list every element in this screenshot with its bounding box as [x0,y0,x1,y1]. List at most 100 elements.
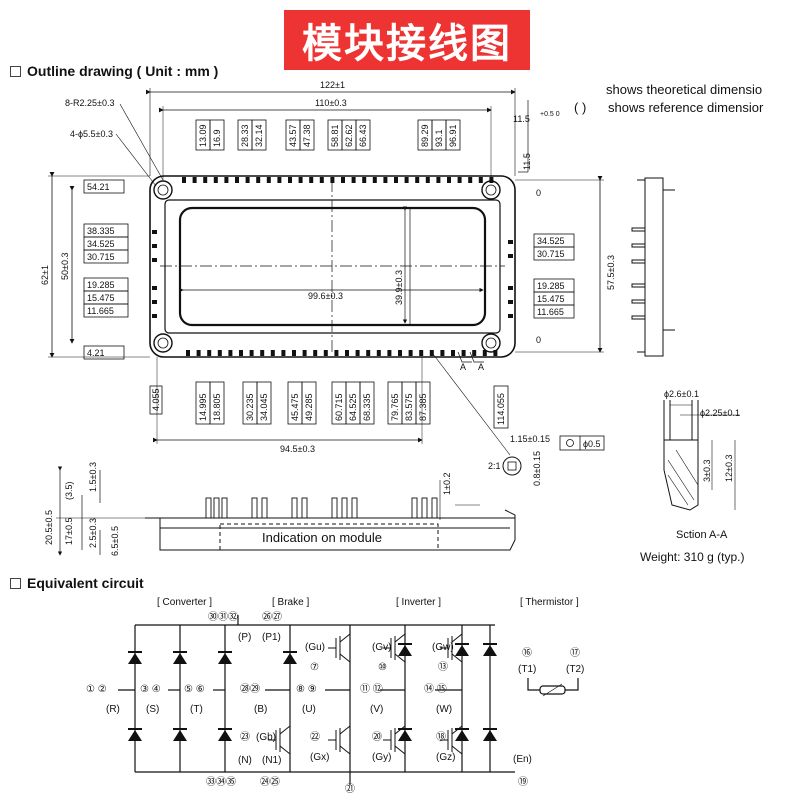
legend-theoretical: shows theoretical dimensio [606,82,763,97]
pin-dimension-box: 34.525 [83,236,129,251]
svg-text:(Gx): (Gx) [310,752,329,763]
svg-text:(3.5): (3.5) [64,481,74,500]
group-labels: [ Converter ] [ Brake ] [ Inverter ] [ T… [157,597,579,608]
igbt-icon [328,725,351,755]
pin-bottom [186,350,190,356]
pin-dimension-label: 34.525 [537,236,565,246]
circuit-heading: Equivalent circuit [10,575,144,591]
pin-top [309,177,314,183]
top-pin-row [182,177,494,183]
pin-top [319,177,324,183]
weight-label: Weight: 310 g (typ.) [640,550,745,564]
diode-icon [283,651,297,664]
svg-text:⑲: ⑲ [518,776,528,788]
pin-dimension-box: 30.715 [83,249,129,264]
side-view-pins [205,497,438,519]
svg-text:1.15±0.15: 1.15±0.15 [510,434,550,444]
pin-top [372,177,377,183]
svg-text:㉝㉞㉟: ㉝㉞㉟ [206,776,236,788]
svg-text:㉓: ㉓ [240,731,250,743]
circuit-diodes [128,643,497,741]
svg-text:94.5±0.3: 94.5±0.3 [280,444,315,454]
side-view-text: (3.5) 1.5±0.3 20.5±0.5 17±0.5 2.5±0.3 6.… [44,462,452,556]
outline-heading-text: Outline drawing ( Unit : mm ) [27,63,219,79]
pin-top [298,177,303,183]
side-pin [331,497,338,519]
pin-dimension-box: 32.14 [251,119,267,151]
pin-top [404,177,409,183]
pin-dimension-box: 83.575 [401,381,417,425]
pin-left [152,230,157,234]
pin-bottom [207,350,212,356]
diode-icon [218,728,232,741]
pin-bottom [451,350,455,356]
pin-bottom [281,350,286,356]
pin-dimension-label: 43.57 [288,124,298,147]
pin-dimension-box: 96.91 [445,119,461,151]
pin-dimension-label: 79.765 [390,393,400,421]
pin-dimension-label: 32.14 [254,124,264,147]
svg-text:(N1): (N1) [262,755,281,766]
svg-text:ϕ2.6±0.1: ϕ2.6±0.1 [664,389,699,399]
pin-bottom [228,350,233,356]
pin-top [425,177,430,183]
pin-bottom [440,350,445,356]
pin-dimension-label: 30.715 [537,249,565,259]
svg-text:(Gz): (Gz) [436,752,455,763]
circuit-igbts [268,633,463,755]
svg-text:39.9±0.3: 39.9±0.3 [394,270,404,305]
outline-heading: Outline drawing ( Unit : mm ) [10,63,218,79]
side-pin [411,497,418,519]
pin-dimension-box: 60.715 [331,381,347,425]
svg-text:(T2): (T2) [566,664,584,675]
svg-text:(Gw): (Gw) [432,642,454,653]
pin-dimension-box: 49.285 [301,381,317,425]
pin-bottom [461,350,466,356]
svg-text:㉒: ㉒ [310,731,320,743]
svg-text:ϕ0.5: ϕ0.5 [583,439,601,449]
pin-bottom [376,350,381,356]
pin-dimension-label: 60.715 [334,393,344,421]
pin-bottom [472,350,477,356]
side-pin [291,497,298,519]
pin-dimension-label: 87.385 [418,393,428,421]
module-top-view [48,88,604,456]
mount-hole-icon [153,180,173,200]
svg-text:⑦: ⑦ [310,662,319,673]
pin-dimension-box: 89.29 [417,119,433,151]
pin-dimension-label: 62.62 [344,124,354,147]
pin-top [182,177,186,183]
diode-icon [128,651,142,664]
svg-text:㉚㉛㉜: ㉚㉛㉜ [208,611,238,623]
svg-text:1.5±0.3: 1.5±0.3 [88,462,98,492]
svg-text:4-ϕ5.5±0.3: 4-ϕ5.5±0.3 [70,129,113,139]
side-pin [251,497,258,519]
pin-dimension-box: 38.335 [83,223,129,238]
pin-left [152,300,157,304]
pin-right [508,240,513,244]
pin-dimension-box: 16.9 [209,119,225,151]
pin-top [266,177,271,183]
pin-dimension-label: 34.045 [259,393,269,421]
pin-top [330,177,335,183]
igbt-icon [328,633,351,663]
svg-text:③ ④: ③ ④ [140,684,161,695]
pin-top [362,177,367,183]
svg-text:1±0.2: 1±0.2 [442,473,452,495]
bottom-pin-row [186,350,498,356]
pin-dimension-label: 19.285 [537,281,565,291]
pin-top [213,177,218,183]
pin-dimension-box: 13.09 [195,119,211,151]
pin-top [436,177,441,183]
pin-bottom [196,350,201,356]
pin-dimension-box: 62.62 [341,119,357,151]
pin-bottom [419,350,424,356]
pin-top [478,177,483,183]
svg-text:17±0.5: 17±0.5 [64,518,74,545]
svg-text:(Gb): (Gb) [256,732,276,743]
pin-bottom [323,350,328,356]
diode-icon [128,728,142,741]
pin-bottom [408,350,413,356]
side-pin [301,497,308,519]
